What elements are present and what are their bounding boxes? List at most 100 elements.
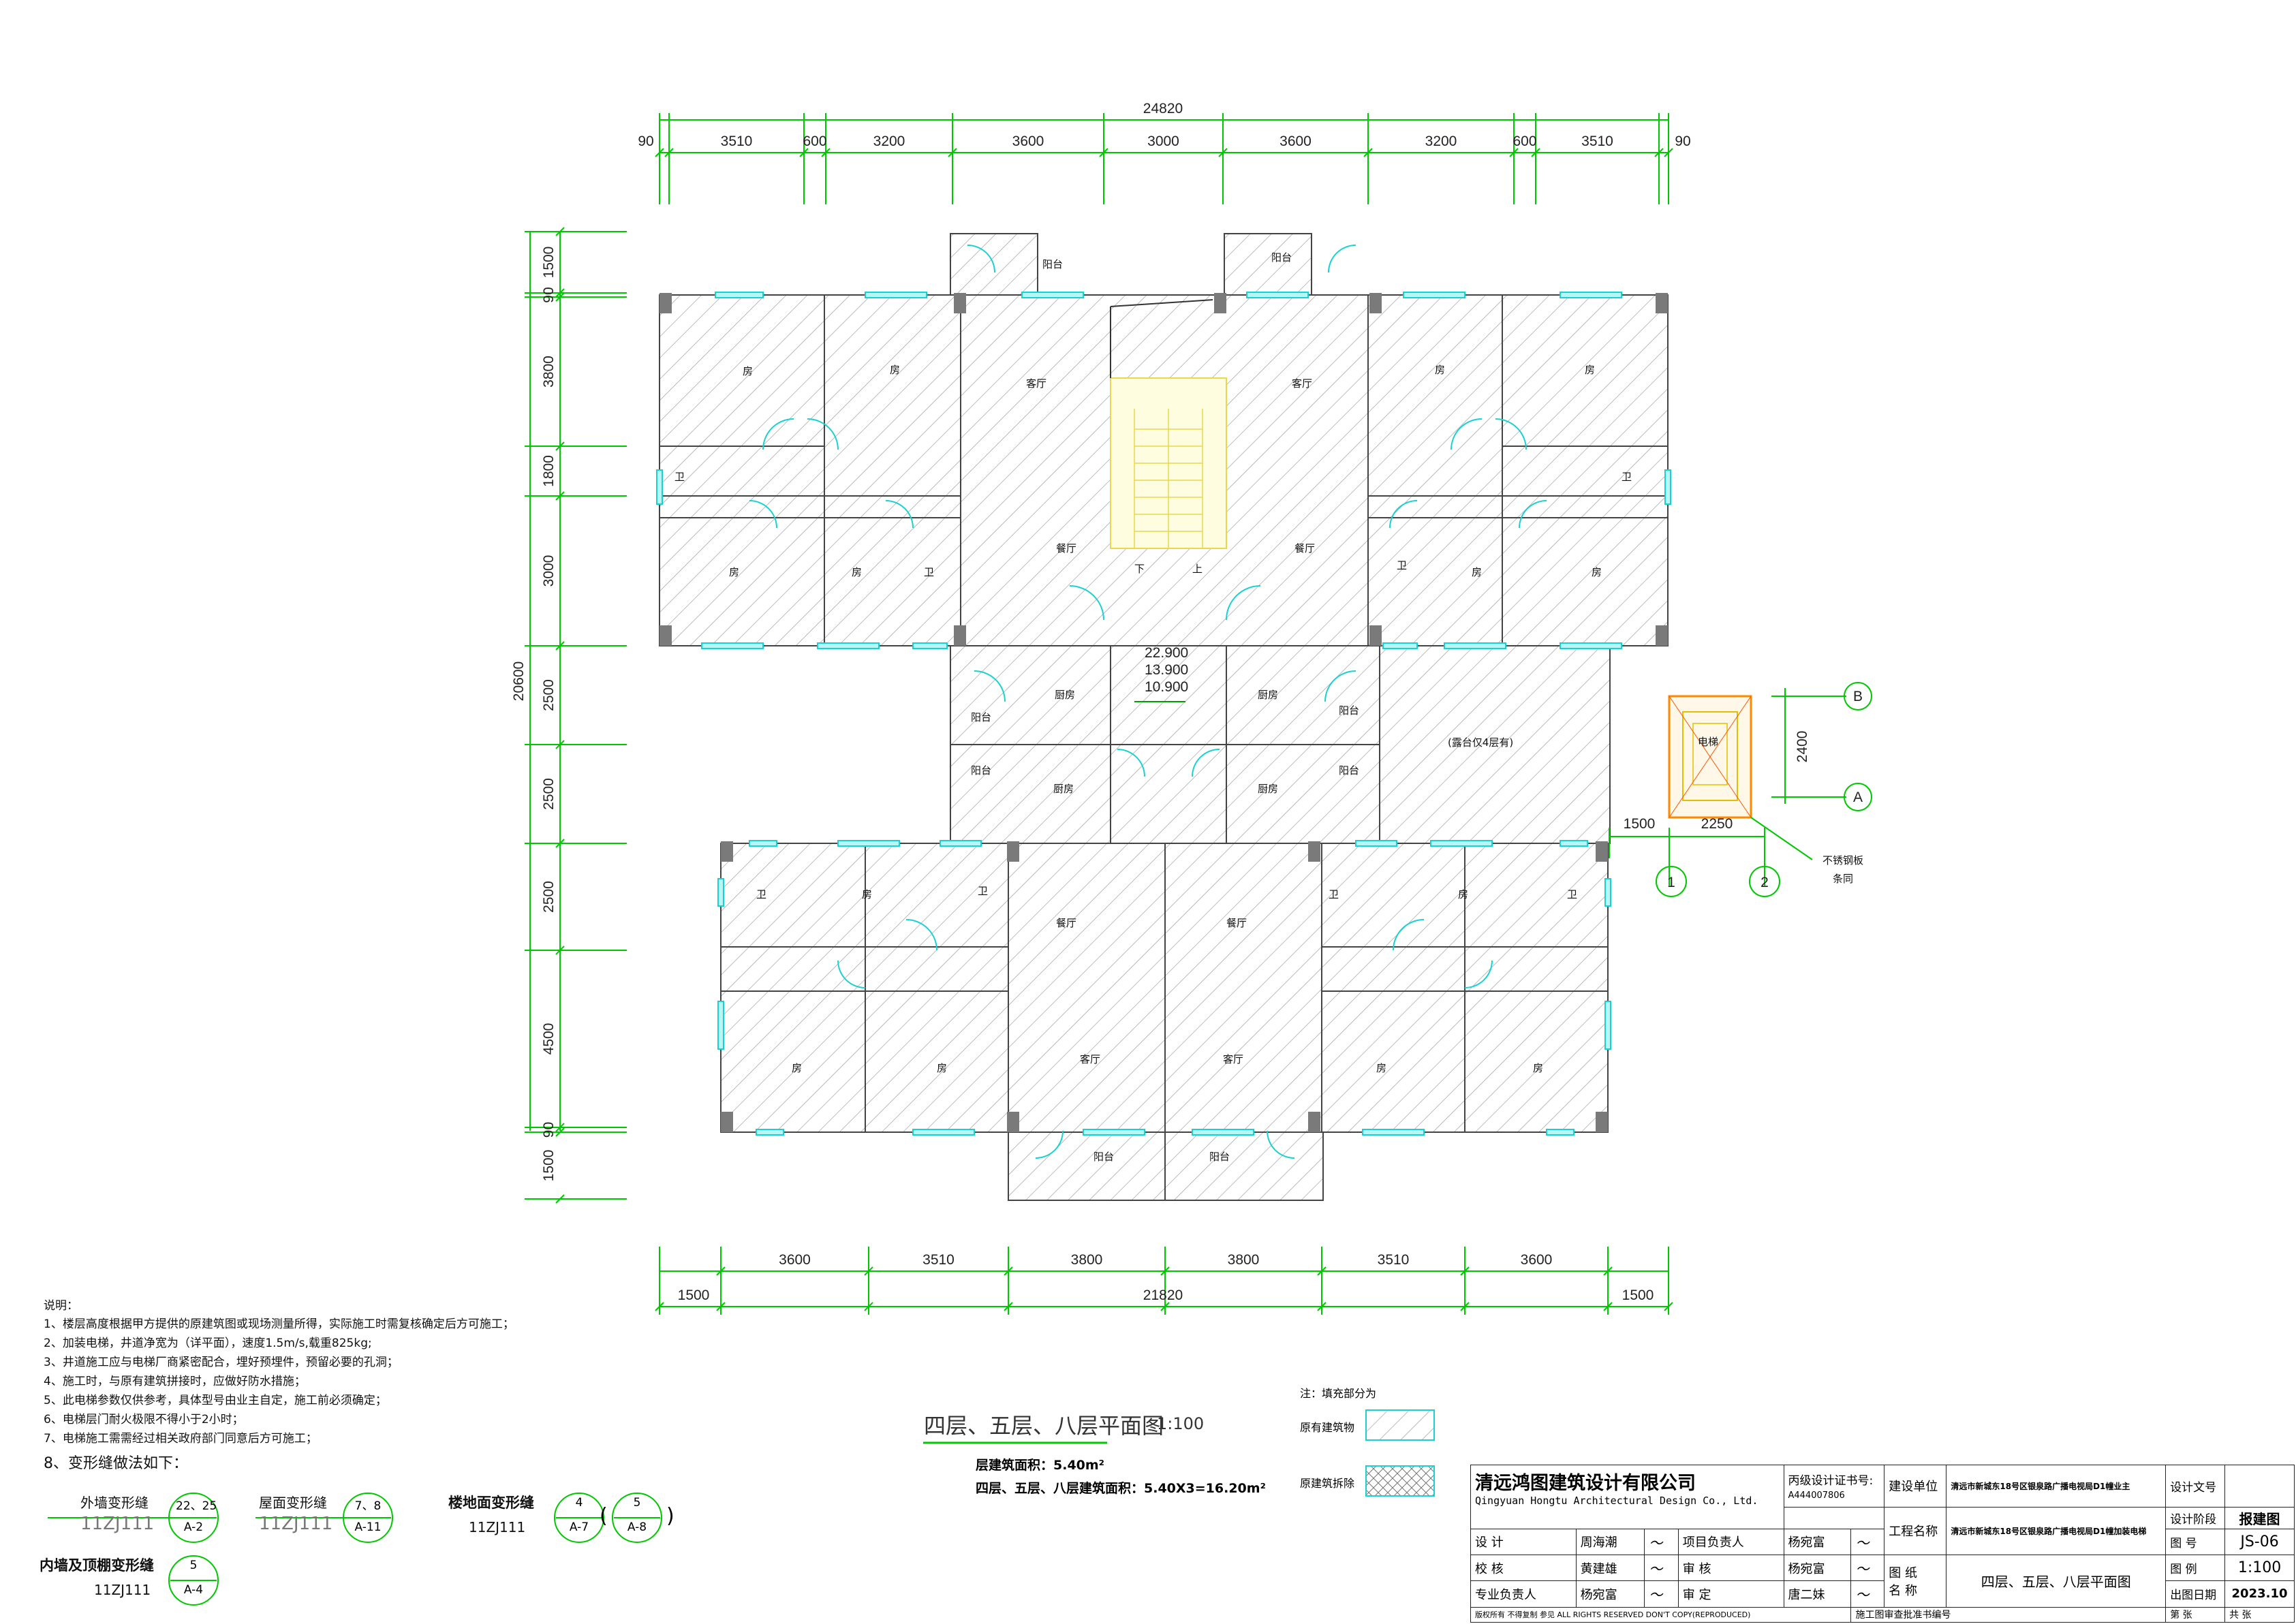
room-balcony-bottom-1: 阳台 [1093,1151,1114,1163]
review-signature: ～ [1850,1554,1885,1582]
roof-joint-ref-bot: A-11 [354,1520,382,1534]
room-bath-4: 卫 [1397,559,1407,572]
top-dim-segment: 3200 [873,134,905,149]
room-living-2: 客厅 [1292,377,1312,390]
client-label: 建设单位 [1884,1465,1947,1508]
legend-heading: 注：填充部分为 [1300,1387,1377,1400]
left-dim-segment: 1500 [541,247,557,279]
elevation-1: 22.900 [1145,645,1188,661]
top-dim-segment: 3510 [1581,134,1613,149]
drawing-name: 四层、五层、八层平面图 [1946,1554,2167,1608]
axis-b: B [1853,689,1863,704]
company-name-en: Qingyuan Hongtu Architectural Design Co.… [1475,1495,1758,1507]
scale-value: 1:100 [2224,1554,2295,1582]
design-name: 周海潮 [1575,1528,1645,1555]
top-dimensions [655,113,1673,204]
room-bath-5: 卫 [756,888,766,901]
prof-label: 专业负责人 [1470,1580,1577,1608]
approve-label: 审 定 [1677,1580,1784,1608]
left-dim-segment: 1500 [541,1150,557,1182]
pm-signature: ～ [1850,1528,1885,1555]
left-dim-segment: 90 [541,1122,557,1138]
room-bedroom-9: 房 [862,888,872,901]
check-name: 黄建雄 [1575,1554,1645,1582]
room-living-4: 客厅 [1223,1053,1243,1065]
room-kitchen-3: 厨房 [1053,783,1074,795]
cert-no: A444007806 [1788,1490,1845,1501]
bottom-dim-segment: 3800 [1071,1252,1103,1268]
note-item-2: 2、加装电梯，井道净宽为（详平面），速度1.5m/s,载重825kg; [44,1337,372,1350]
plan-area-2: 四层、五层、八层建筑面积：5.40X3=16.20m² [976,1481,1266,1496]
footer-r2: 共 张 [2224,1606,2295,1623]
room-bedroom-12: 房 [937,1062,947,1074]
top-dim-segment: 3600 [1012,134,1044,149]
top-dim-segment: 3510 [721,134,753,149]
top-dim-segment: 90 [1675,134,1690,149]
elevator-dim-2250: 2250 [1701,816,1733,832]
cert-cell: 丙级设计证书号:A444007806 [1783,1465,1885,1508]
title-block: 清远鸿图建筑设计有限公司 Qingyuan Hongtu Architectur… [1470,1465,2295,1623]
project-label: 工程名称 [1884,1506,1947,1555]
interior-walls [660,295,1668,1200]
axis-1: 1 [1667,875,1675,890]
left-dim-segment: 4500 [541,1023,557,1055]
room-kitchen-1: 厨房 [1055,689,1075,701]
room-bedroom-14: 房 [1533,1062,1543,1074]
blank-cell [1783,1506,1885,1529]
approve-name: 唐二妹 [1783,1580,1852,1608]
approve-signature: ～ [1850,1580,1885,1608]
elevator-text: 电梯 [1698,736,1718,748]
room-bath-8: 卫 [1567,888,1577,901]
left-dimensions [525,227,627,1204]
floor-joint-ref1-bot: A-7 [569,1520,589,1534]
stairwell [1110,299,1227,549]
doc-value [2224,1465,2295,1508]
room-bath-7: 卫 [1329,888,1339,901]
paren-open: ( [600,1504,608,1528]
review-name: 杨宛富 [1783,1554,1852,1582]
room-kitchen-2: 厨房 [1258,689,1278,701]
prof-name: 杨宛富 [1575,1580,1645,1608]
left-total-dimension: 20600 [511,661,527,701]
outer-joint-label: 外墙变形缝 [80,1495,149,1511]
joint-reference-circles [48,1493,662,1606]
plan-scale: 1:100 [1157,1414,1205,1433]
left-dim-segment: 3000 [541,555,557,587]
inner-joint-code: 11ZJ111 [94,1582,151,1598]
top-dim-segment: 3000 [1147,134,1179,149]
bottom-dim-segment: 3800 [1228,1252,1260,1268]
date-value: 2023.10 [2224,1580,2295,1608]
legend-demolish-swatch [1365,1465,1435,1497]
stage-label: 设计阶段 [2165,1506,2226,1529]
room-balcony-mid-3: 阳台 [971,764,991,777]
stair-down-label: 下 [1134,563,1145,575]
room-balcony-bottom-2: 阳台 [1209,1151,1230,1163]
bottom-left-dimension: 1500 [678,1287,710,1303]
outer-joint-code: 11ZJ111 [80,1514,155,1534]
room-dining-4: 餐厅 [1226,917,1247,929]
scale-label: 图 例 [2165,1554,2226,1582]
floor-joint-label: 楼地面变形缝 [448,1495,534,1511]
pm-label: 项目负责人 [1677,1528,1784,1555]
design-signature: ～ [1644,1528,1679,1555]
room-bedroom-6: 房 [852,566,862,578]
note-item-6: 6、电梯层门耐火极限不得小于2小时； [44,1413,244,1426]
note-item-1: 1、楼层高度根据甲方提供的原建筑图或现场测量所得，实际施工时需复核确定后方可施工… [44,1317,514,1331]
roof-joint-code: 11ZJ111 [259,1514,333,1534]
footer-r1: 第 张 [2165,1606,2226,1623]
pm-name: 杨宛富 [1783,1528,1852,1555]
no-value: JS-06 [2224,1528,2295,1555]
note-item-7: 7、电梯施工需需经过相关政府部门同意后方可施工； [44,1432,317,1446]
elevation-3: 10.900 [1145,679,1188,695]
notes-heading: 说明： [44,1299,78,1313]
left-dim-segment: 2500 [541,778,557,810]
room-dining-3: 餐厅 [1056,917,1076,929]
legend-existing-label: 原有建筑物 [1300,1421,1355,1434]
bottom-dim-segment: 3510 [1378,1252,1410,1268]
elevation-2: 13.900 [1145,662,1188,678]
inner-joint-label: 内墙及顶棚变形缝 [40,1557,154,1574]
room-bedroom-5: 房 [729,566,739,578]
room-bedroom-7: 房 [1472,566,1482,578]
room-dining-1: 餐厅 [1056,542,1076,555]
room-balcony-top-left: 阳台 [1042,258,1063,270]
